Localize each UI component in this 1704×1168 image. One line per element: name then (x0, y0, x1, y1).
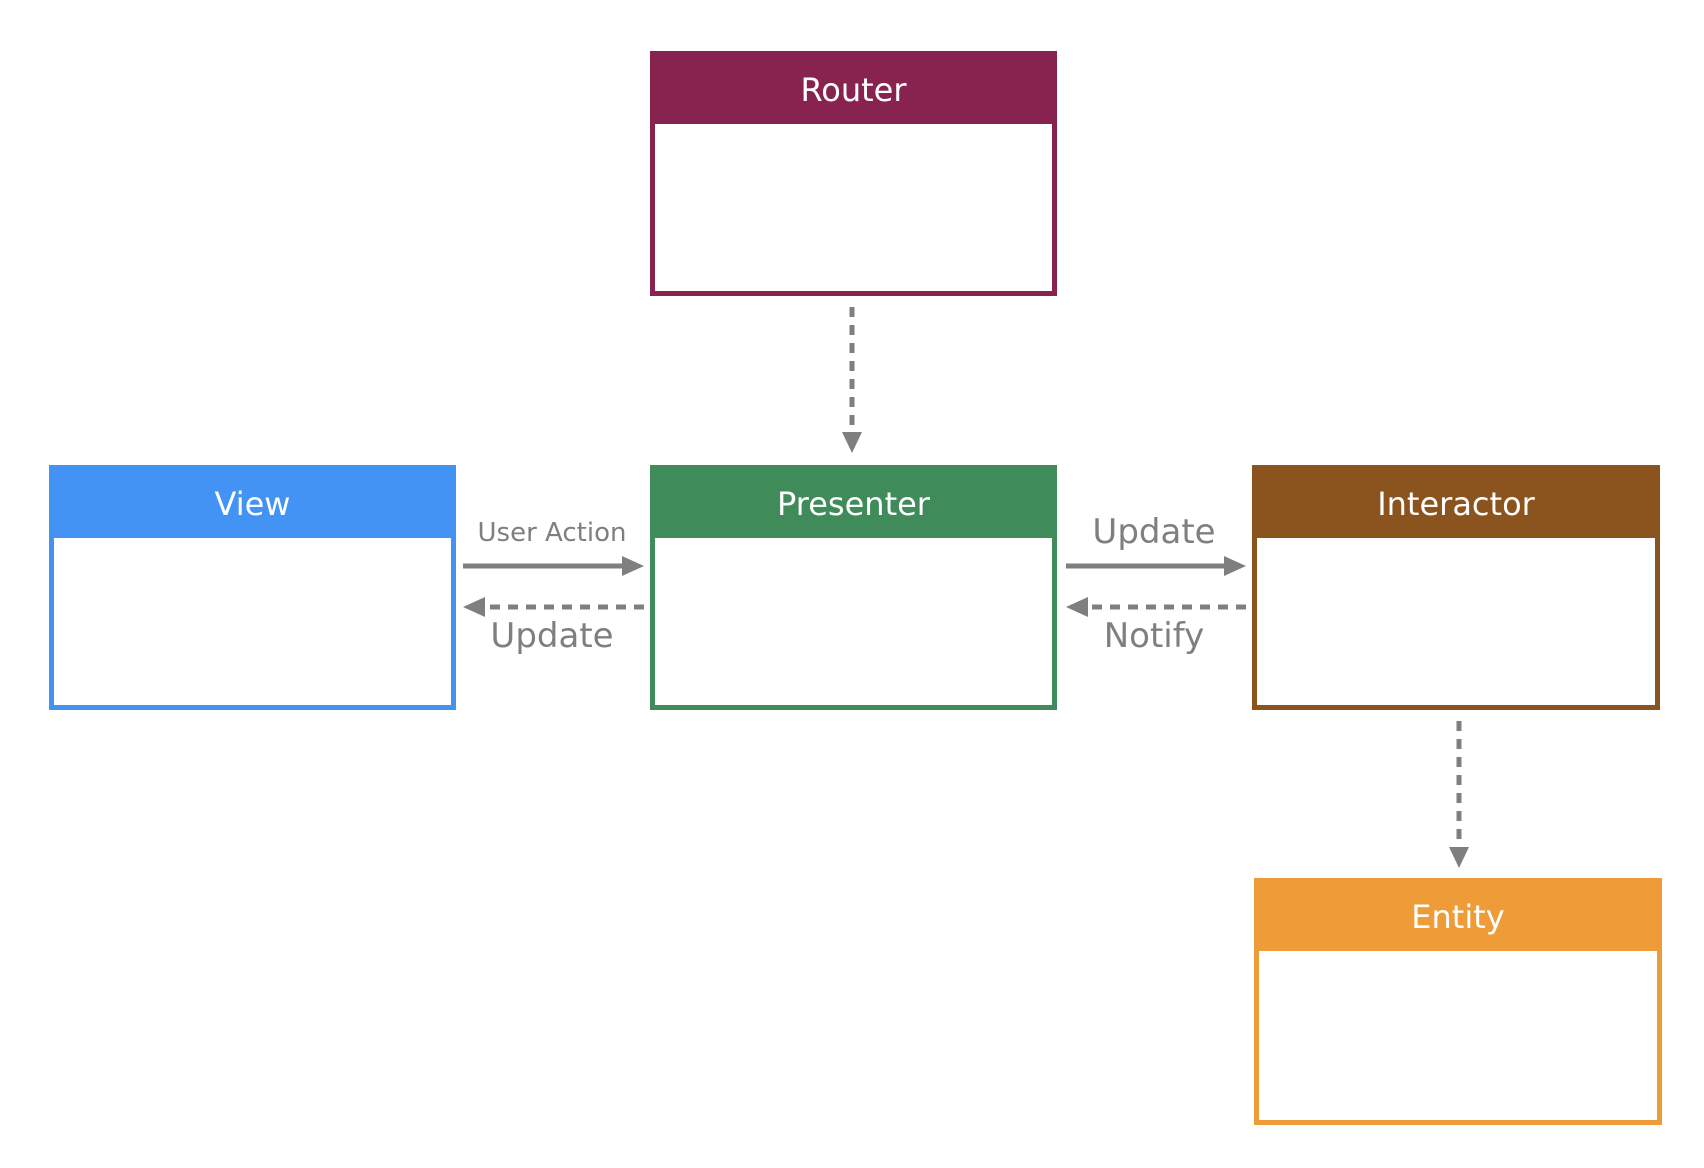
presenter-box: Presenter (650, 465, 1057, 710)
entity-box: Entity (1254, 878, 1662, 1125)
view-box: View (49, 465, 456, 710)
presenter-title: Presenter (777, 485, 930, 523)
entity-header: Entity (1259, 883, 1657, 951)
view-title: View (214, 485, 291, 523)
router-title: Router (800, 71, 907, 109)
entity-title: Entity (1411, 898, 1505, 936)
view-header: View (54, 470, 451, 538)
interactor-header: Interactor (1257, 470, 1655, 538)
presenter-header: Presenter (655, 470, 1052, 538)
user-action-label: User Action (477, 518, 627, 548)
interactor-title: Interactor (1377, 485, 1535, 523)
interactor-to-presenter-arrowhead (1066, 597, 1088, 617)
notify-label: Notify (1103, 616, 1205, 656)
router-header: Router (655, 56, 1052, 124)
view-to-presenter-arrowhead (622, 556, 644, 576)
presenter-to-interactor-arrowhead (1224, 556, 1246, 576)
update-to-view-label: Update (490, 616, 614, 656)
interactor-to-entity-arrowhead (1449, 847, 1469, 868)
interactor-box: Interactor (1252, 465, 1660, 710)
update-to-interactor-label: Update (1092, 512, 1216, 552)
router-box: Router (650, 51, 1057, 296)
router-to-presenter-arrowhead (842, 432, 862, 453)
presenter-to-view-arrowhead (463, 597, 485, 617)
